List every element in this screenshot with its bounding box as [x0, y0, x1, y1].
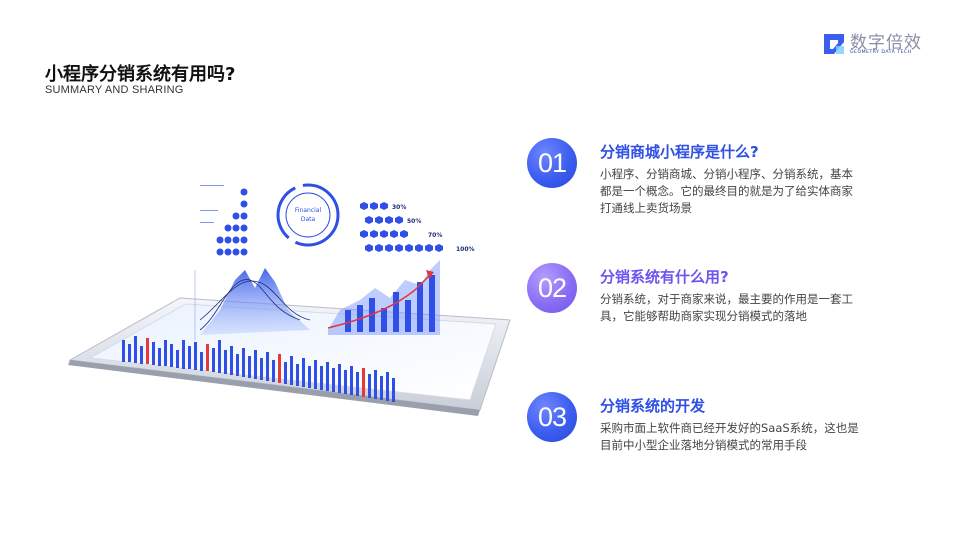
percent-30: 30%: [392, 204, 406, 211]
item-description: 分销系统，对于商家来说，最主要的作用是一套工具，它能够帮助商家实现分销模式的落地: [600, 292, 853, 323]
item-description: 小程序、分销商城、分销小程序、分销系统，基本都是一个概念。它的最终目的就是为了给…: [600, 167, 853, 215]
percent-100: 100%: [456, 246, 475, 253]
page-subtitle: SUMMARY AND SHARING: [45, 84, 184, 96]
tablet-chart-illustration: Financial Data 30% 50% 70% 100%: [68, 183, 511, 416]
item-number-badge: 01: [527, 138, 577, 188]
badge-text-1: Financial: [295, 207, 322, 214]
item-title: 分销商城小程序是什么?: [600, 143, 759, 161]
item-number-badge: 02: [527, 263, 577, 313]
dot-matrix-chart: [200, 185, 248, 256]
percent-50: 50%: [407, 218, 421, 225]
item-number-badge: 03: [527, 392, 577, 442]
feature-item-01: 01 分销商城小程序是什么? 小程序、分销商城、分销小程序、分销系统，基本都是一…: [527, 138, 907, 238]
financial-data-badge: Financial Data: [276, 183, 340, 247]
item-title: 分销系统的开发: [600, 397, 706, 415]
mountain-chart: [194, 268, 311, 340]
page-title: 小程序分销系统有用吗?: [45, 64, 236, 85]
brand-name-cn: 数字倍效: [850, 33, 922, 53]
screen-bar-chart: [122, 336, 395, 402]
item-description: 采购市面上软件商已经开发好的SaaS系统，这也是目前中小型企业落地分销模式的常用…: [600, 421, 859, 452]
brand-name-en: GEOMETRY DATA TECH: [850, 50, 912, 55]
feature-item-02: 02 分销系统有什么用? 分销系统，对于商家来说，最主要的作用是一套工具，它能够…: [527, 263, 907, 363]
brand-logo-mark-icon: [824, 34, 844, 54]
item-title: 分销系统有什么用?: [600, 268, 729, 286]
brand-logo: 数字倍效 GEOMETRY DATA TECH: [822, 28, 922, 62]
percent-labels: 30% 50% 70% 100%: [392, 204, 475, 253]
growth-bar-chart: [327, 260, 440, 335]
hexagon-progress-grid: [360, 202, 443, 252]
badge-text-2: Data: [301, 216, 316, 223]
percent-70: 70%: [428, 232, 442, 239]
feature-item-03: 03 分销系统的开发 采购市面上软件商已经开发好的SaaS系统，这也是目前中小型…: [527, 392, 907, 492]
